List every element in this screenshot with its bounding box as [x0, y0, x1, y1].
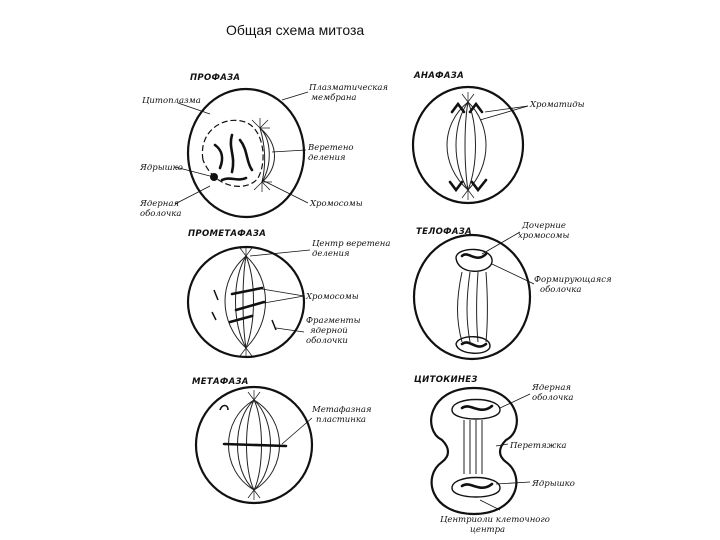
prometaphase-spindle: [245, 255, 254, 349]
label-spindle-center-line2: деления: [312, 249, 350, 259]
phase-title-cytokinesis: ЦИТОКИНЕЗ: [414, 375, 478, 385]
phase-title-prometaphase: ПРОМЕТАФАЗА: [188, 229, 266, 239]
prometaphase-cell: [186, 245, 306, 359]
phase-title-prophase: ПРОФАЗА: [190, 73, 240, 83]
anaphase-spindle: [467, 101, 476, 191]
telophase-spindle: [485, 271, 488, 343]
label-membrane-line1: Плазматическая: [308, 83, 388, 93]
label-cyto-envelope-line2: оболочка: [532, 392, 573, 403]
label-metaphase-plate-line1: Метафазная: [311, 405, 372, 415]
cytokinesis-chromatin-top: [460, 404, 494, 411]
label-nucleolus: Ядрышко: [139, 163, 183, 173]
prophase-spindle: [259, 127, 270, 183]
prophase-chromosome: [213, 143, 224, 170]
prophase-spindle: [259, 127, 266, 183]
anaphase-spindle: [464, 101, 469, 191]
telophase-panel: ТЕЛОФАЗА Дочерние хромосомы Формирующаяс…: [412, 221, 612, 361]
telophase-forming-envelope-bottom: [455, 336, 491, 354]
anaphase-spindle: [455, 101, 469, 191]
anaphase-chromatids-top: [450, 101, 484, 114]
prophase-panel: ПРОФАЗА Цитоплазма Плазматическая м: [139, 73, 388, 219]
label-spindle-line1: Веретено: [307, 143, 354, 153]
label-daughter-chromosomes-line2: хромосомы: [518, 231, 569, 241]
cytokinesis-chromatin-bottom: [460, 482, 494, 489]
cytokinesis-cell: [430, 386, 518, 516]
prometaphase-spindle: [224, 255, 247, 349]
telophase-spindle: [457, 271, 463, 343]
phase-title-anaphase: АНАФАЗА: [413, 71, 464, 81]
prophase-chromosome: [229, 133, 235, 174]
telophase-chromosomes-bottom: [460, 341, 488, 348]
metaphase-envelope-fragment: [219, 404, 229, 411]
prometaphase-chromosome: [230, 286, 264, 296]
prometaphase-chromosome: [234, 300, 266, 312]
label-chromosomes: Хромосомы: [309, 199, 363, 209]
prometaphase-aster: [239, 246, 253, 358]
label-cyto-envelope-line1: Ядерная: [531, 383, 571, 393]
cytokinesis-nucleus-top: [451, 398, 501, 420]
prometaphase-spindle: [242, 255, 247, 349]
prophase-nucleolus: [210, 173, 218, 181]
label-fragments-line2: ядерной: [310, 326, 348, 336]
prometaphase-envelope-fragments: [211, 289, 277, 331]
label-centrioles-line2: центра: [470, 525, 505, 535]
prophase-aster-bottom: [253, 181, 272, 192]
anaphase-aster: [461, 92, 475, 200]
phase-title-metaphase: МЕТАФАЗА: [192, 377, 249, 387]
prophase-cell: [186, 87, 306, 219]
telophase-chromosomes-top: [460, 252, 488, 259]
prometaphase-panel: ПРОМЕТАФАЗА Центр веретена деления Хромо…: [186, 229, 390, 359]
label-metaphase-plate-line2: пластинка: [316, 415, 366, 425]
label-spindle-center-line1: Центр веретена: [312, 239, 390, 249]
label-forming-envelope-line2: оболочка: [540, 284, 581, 295]
telophase-forming-envelope-top: [455, 248, 493, 272]
cytokinesis-midbody: [463, 420, 483, 474]
label-chromatids: Хроматиды: [529, 100, 585, 110]
phase-title-telophase: ТЕЛОФАЗА: [416, 227, 472, 237]
label-chromosomes: Хромосомы: [305, 292, 359, 302]
label-cytoplasm: Цитоплазма: [142, 96, 201, 106]
prophase-aster-top: [251, 118, 270, 129]
page-title: Общая схема митоза: [226, 22, 365, 38]
anaphase-chromatids-bottom: [448, 178, 488, 193]
prophase-chromosome: [238, 138, 254, 172]
anaphase-spindle: [467, 101, 487, 191]
label-fragments-line3: оболочки: [306, 335, 348, 346]
prophase-nucleus: [201, 119, 264, 187]
label-spindle-line2: деления: [308, 153, 346, 163]
prometaphase-spindle: [235, 255, 247, 349]
prometaphase-spindle: [245, 255, 266, 349]
prophase-spindle: [259, 127, 275, 183]
label-centrioles-line1: Центриоли клеточного: [440, 515, 550, 525]
anaphase-cell: [411, 85, 525, 205]
label-daughter-chromosomes-line1: Дочерние: [521, 221, 566, 231]
cytokinesis-nucleus-bottom: [451, 476, 501, 498]
telophase-spindle: [466, 271, 471, 343]
anaphase-spindle: [446, 101, 469, 191]
anaphase-panel: АНАФАЗА Хроматиды: [411, 71, 585, 205]
prometaphase-chromosome: [228, 314, 254, 324]
label-membrane-line2: мембрана: [311, 92, 357, 103]
label-envelope-line2: оболочка: [140, 208, 181, 219]
telophase-spindle: [476, 271, 479, 343]
prophase-chromosome: [220, 176, 248, 182]
label-furrow: Перетяжка: [509, 441, 566, 451]
metaphase-aster: [247, 390, 261, 500]
label-envelope-line1: Ядерная: [139, 199, 179, 209]
telophase-cell: [412, 233, 532, 361]
label-forming-envelope-line1: Формирующаяся: [534, 275, 612, 285]
metaphase-plate: [222, 442, 288, 448]
label-cyto-nucleolus: Ядрышко: [531, 479, 575, 489]
label-fragments-line1: Фрагменты: [306, 316, 361, 326]
cytokinesis-panel: ЦИТОКИНЕЗ Ядерная оболочка Перетяжка Ядр…: [414, 375, 575, 535]
metaphase-panel: МЕТАФАЗА Метафазная пластинка: [192, 377, 372, 505]
metaphase-cell: [194, 385, 314, 505]
